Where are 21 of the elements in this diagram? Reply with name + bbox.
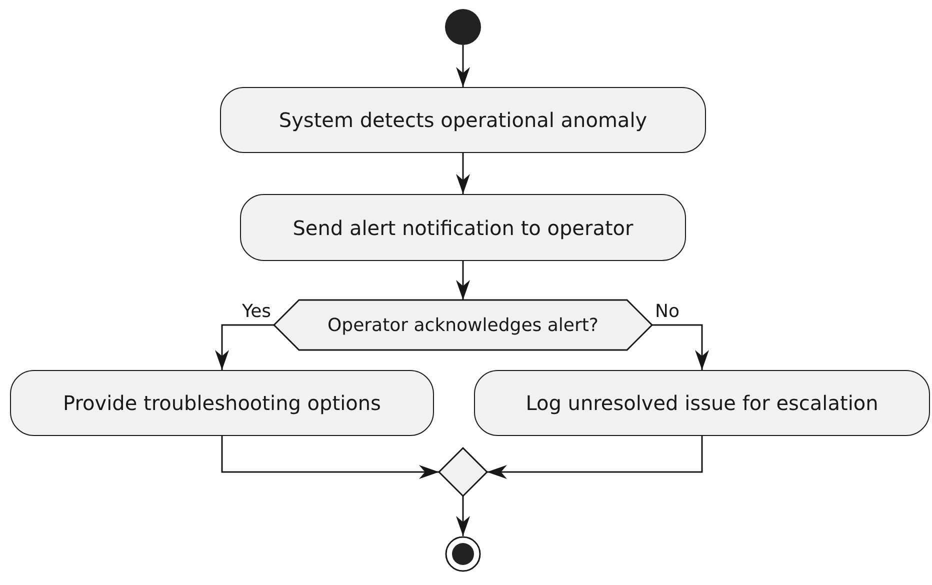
arrow bbox=[221, 436, 439, 479]
arrow bbox=[456, 261, 470, 300]
node-text: Provide troubleshooting options bbox=[63, 391, 381, 415]
merge-diamond bbox=[439, 448, 487, 496]
activity-box bbox=[240, 194, 686, 261]
arrow bbox=[487, 436, 703, 479]
arrow bbox=[456, 496, 470, 536]
activity-box bbox=[474, 370, 930, 436]
arrow bbox=[215, 324, 274, 370]
activity-box bbox=[10, 370, 434, 436]
arrow bbox=[456, 45, 470, 87]
decision-hexagon bbox=[274, 300, 652, 350]
arrow bbox=[456, 153, 470, 194]
node-text: Operator acknowledges alert? bbox=[327, 314, 598, 336]
activity-box bbox=[220, 87, 706, 153]
arrow bbox=[652, 324, 709, 370]
end-node bbox=[445, 536, 481, 572]
node-text: Log unresolved issue for escalation bbox=[526, 391, 878, 415]
node-text: Send alert notification to operator bbox=[292, 216, 634, 240]
node-text: System detects operational anomaly bbox=[278, 108, 648, 132]
start-node bbox=[445, 9, 481, 45]
